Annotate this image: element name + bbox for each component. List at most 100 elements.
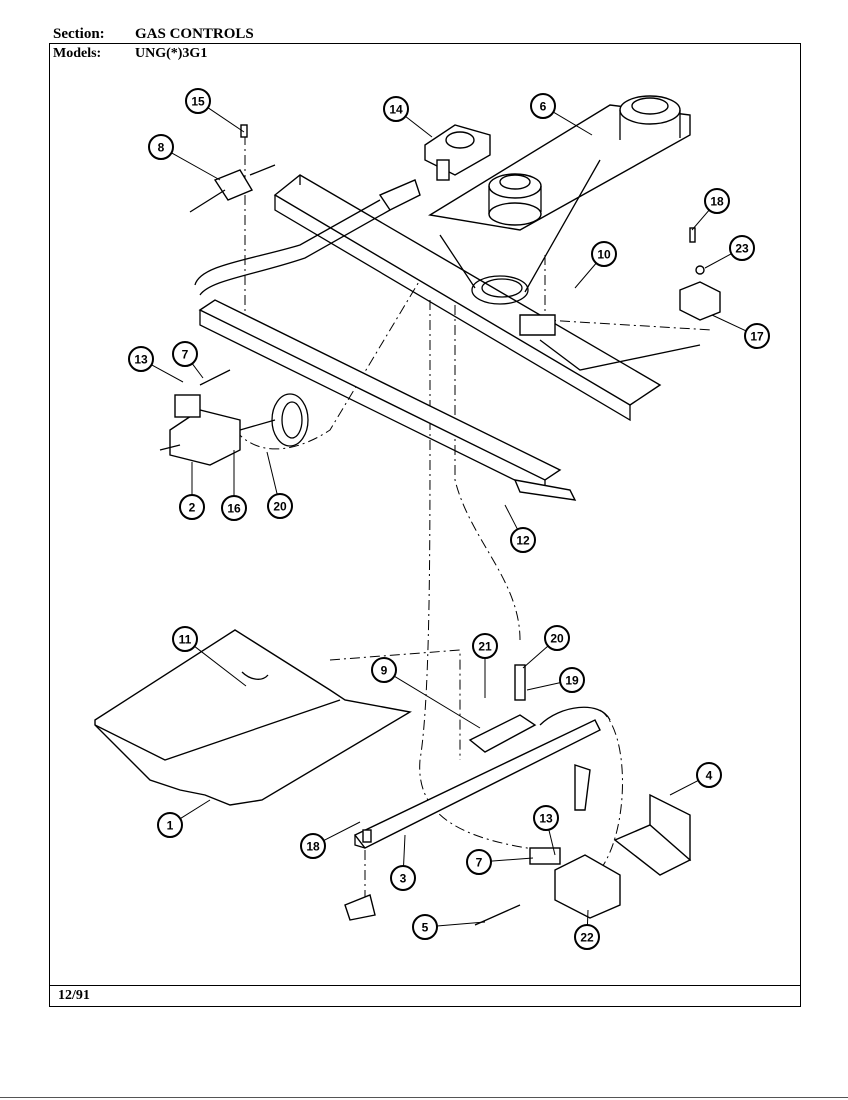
callout-circle (729, 235, 755, 261)
callout-c23: 23 (729, 235, 755, 261)
callout-circle (466, 849, 492, 875)
callout-circle (221, 495, 247, 521)
callout-number: 15 (191, 95, 205, 109)
page-bottom-rule (0, 1097, 848, 1098)
callout-circle (390, 865, 416, 891)
callout-number: 23 (735, 242, 749, 256)
callout-c16: 16 (221, 495, 247, 521)
callout-circle (128, 346, 154, 372)
callout-c10: 10 (591, 241, 617, 267)
callout-circle (533, 805, 559, 831)
callout-circle (544, 625, 570, 651)
callout-number: 12 (516, 534, 530, 548)
leader-line-c15a (207, 107, 245, 133)
callout-circle (267, 493, 293, 519)
callout-c13a: 13 (128, 346, 154, 372)
callout-c8: 8 (148, 134, 174, 160)
callout-c13b: 13 (533, 805, 559, 831)
callout-circle (172, 341, 198, 367)
callout-circle (371, 657, 397, 683)
leader-line-c3 (403, 834, 406, 867)
callout-c15a: 15 (185, 88, 211, 114)
callout-c19: 19 (559, 667, 585, 693)
callout-number: 16 (227, 502, 241, 516)
callout-c12: 12 (510, 527, 536, 553)
callout-circle (530, 93, 556, 119)
callout-circle (172, 626, 198, 652)
callout-c22: 22 (574, 924, 600, 950)
callout-c18b: 18 (300, 833, 326, 859)
leader-line-c13a (151, 364, 184, 383)
callout-c9: 9 (371, 657, 397, 683)
leader-line-c17 (711, 314, 747, 332)
callout-number: 20 (550, 632, 564, 646)
manifold-bar-part (198, 299, 577, 501)
callout-circle (744, 323, 770, 349)
models-label: Models: (53, 46, 102, 61)
callout-c3: 3 (390, 865, 416, 891)
callout-c17: 17 (744, 323, 770, 349)
callout-leaders (151, 107, 747, 927)
callout-circle (696, 762, 722, 788)
callout-c14: 14 (383, 96, 409, 122)
callout-number: 3 (400, 872, 407, 886)
leader-line-c23 (704, 253, 732, 269)
leader-line-c6a (553, 111, 593, 136)
callout-c4: 4 (696, 762, 722, 788)
callout-circle (574, 924, 600, 950)
callout-c21: 21 (472, 633, 498, 659)
leader-line-c12 (504, 504, 518, 530)
leader-line-c14 (405, 115, 433, 138)
callout-c6a: 6 (530, 93, 556, 119)
callout-c7a: 7 (172, 341, 198, 367)
leader-line-c8 (171, 152, 221, 181)
callout-number: 13 (539, 812, 553, 826)
callout-circle (300, 833, 326, 859)
callout-number: 8 (158, 141, 165, 155)
callout-number: 1 (167, 819, 174, 833)
callout-number: 22 (580, 931, 594, 945)
leader-line-c20b (522, 645, 549, 669)
leader-line-c22 (586, 909, 589, 926)
revision-date: 12/91 (58, 988, 90, 1003)
callout-circle (157, 812, 183, 838)
callout-circle (510, 527, 536, 553)
section-header: Section:GAS CONTROLS (53, 26, 254, 42)
bracket-part (679, 227, 721, 321)
leader-line-c11 (194, 645, 247, 687)
callout-circle (704, 188, 730, 214)
callout-number: 11 (179, 633, 192, 647)
burner-manifold-assembly (273, 95, 701, 422)
callout-number: 4 (706, 769, 713, 783)
lower-valve-assembly (344, 664, 621, 926)
callout-c20b: 20 (544, 625, 570, 651)
mounting-bracket-part (613, 793, 692, 876)
gas-supply-tube (194, 179, 421, 296)
callout-number: 18 (710, 195, 724, 209)
callout-circle (185, 88, 211, 114)
leader-line-c9 (394, 675, 481, 729)
callout-c18a: 18 (704, 188, 730, 214)
callout-number: 17 (750, 330, 764, 344)
callout-number: 19 (565, 674, 579, 688)
callout-circle (383, 96, 409, 122)
leader-line-c20a (266, 451, 278, 495)
bottom-shield-part (94, 629, 412, 806)
callout-number: 5 (422, 921, 429, 935)
callout-number: 21 (478, 640, 492, 654)
callout-number: 20 (273, 500, 287, 514)
leader-line-c7a (191, 363, 204, 379)
leader-line-c13b (548, 829, 556, 856)
callout-number: 13 (134, 353, 148, 367)
callout-number: 10 (597, 248, 611, 262)
top-valve-part (189, 124, 276, 213)
models-header: Models:UNG(*)3G1 (53, 46, 207, 62)
callout-number: 7 (182, 348, 189, 362)
callout-circle (179, 494, 205, 520)
callout-number: 7 (476, 856, 483, 870)
callout-number: 2 (189, 501, 196, 515)
callout-circle (472, 633, 498, 659)
section-label: Section: (53, 26, 105, 42)
callout-c20a: 20 (267, 493, 293, 519)
